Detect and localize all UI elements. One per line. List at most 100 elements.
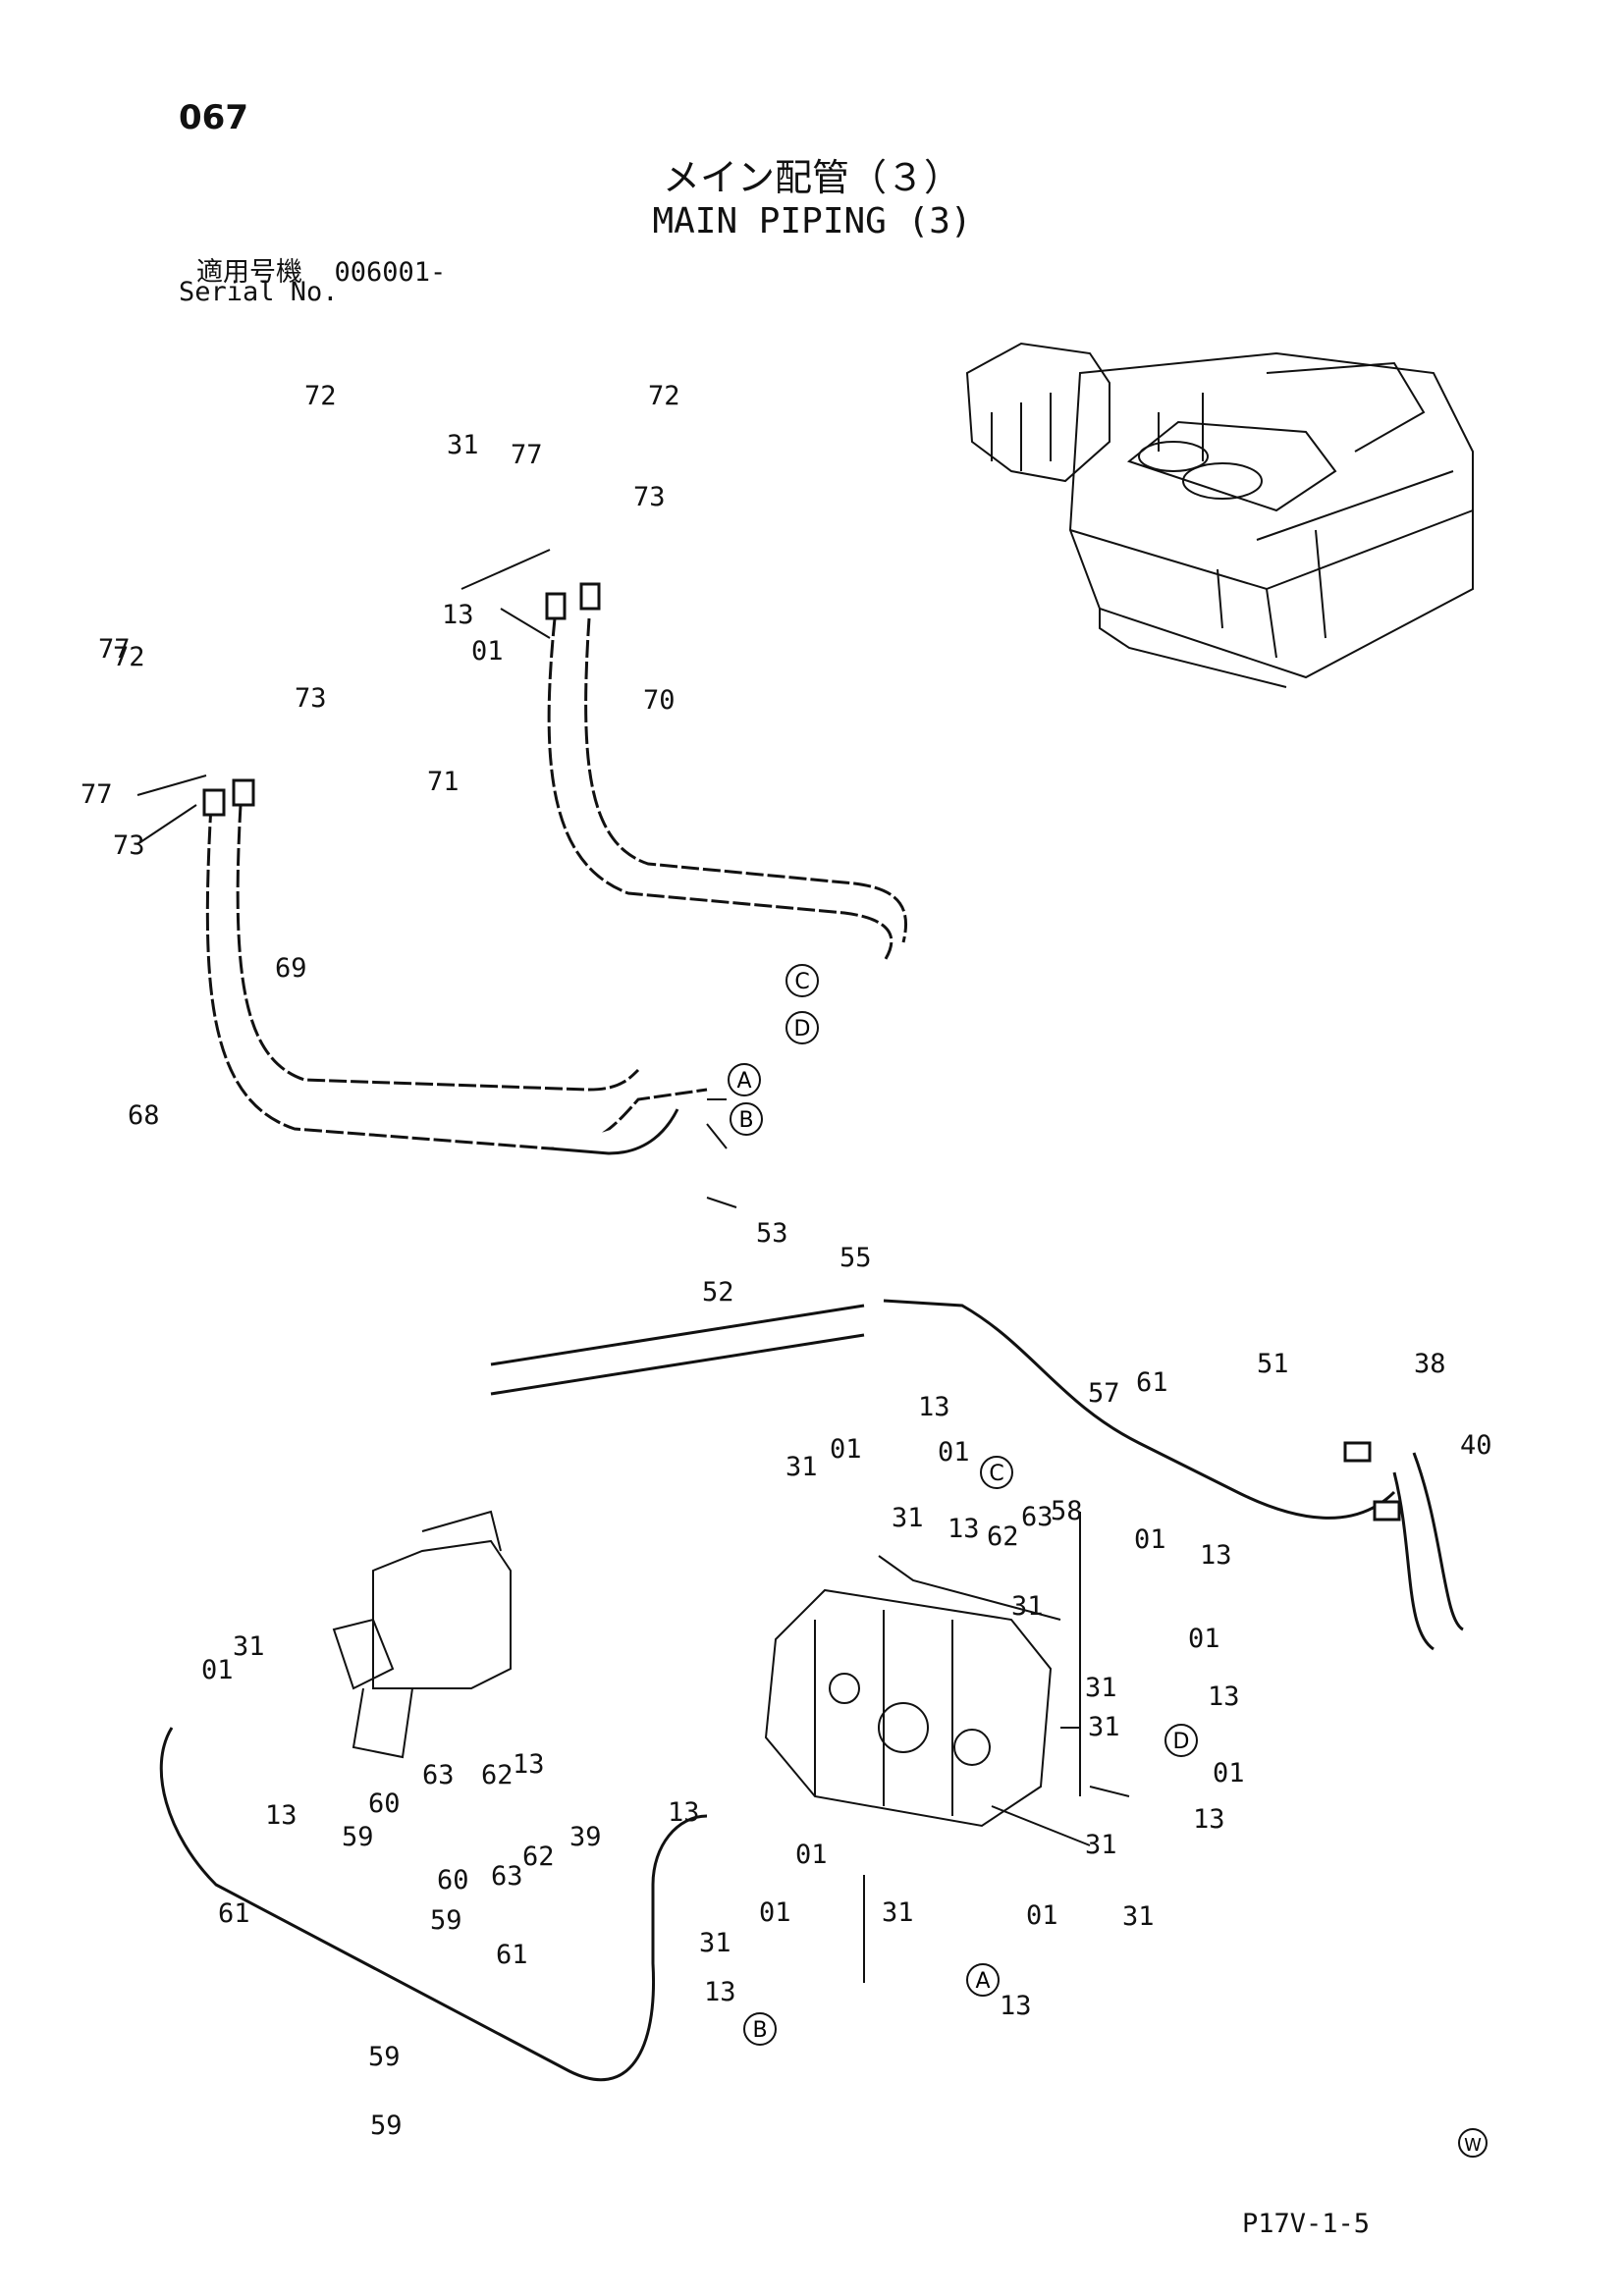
part-label: 01 xyxy=(1026,1900,1058,1931)
part-label: 01 xyxy=(471,636,504,667)
part-label: 58 xyxy=(1051,1496,1083,1526)
part-label: 01 xyxy=(1213,1758,1245,1789)
part-label: 13 xyxy=(704,1977,736,2007)
part-label: 01 xyxy=(938,1437,970,1468)
connector-marker: D xyxy=(1164,1724,1198,1757)
hose-assembly-68-69 xyxy=(202,778,708,1155)
part-label: 55 xyxy=(839,1243,872,1273)
machine-overview-illustration xyxy=(965,342,1474,688)
part-label: 31 xyxy=(1088,1712,1120,1742)
part-label: 13 xyxy=(918,1392,950,1422)
footer-mark: W xyxy=(1458,2128,1488,2158)
part-label: 59 xyxy=(370,2110,403,2141)
part-label: 13 xyxy=(1200,1540,1232,1571)
part-label: 31 xyxy=(233,1631,265,1662)
part-label: 31 xyxy=(1122,1901,1155,1932)
serial-label-en: Serial No. xyxy=(179,277,339,307)
part-label: 13 xyxy=(1000,1991,1032,2021)
part-label: 40 xyxy=(1460,1430,1492,1461)
part-label: 73 xyxy=(633,482,666,512)
part-label: 60 xyxy=(437,1865,469,1896)
part-label: 31 xyxy=(785,1452,818,1482)
part-label: 31 xyxy=(892,1503,924,1533)
serial-label-jp: 適用号機 006001- xyxy=(196,257,447,288)
part-label: 01 xyxy=(830,1434,862,1465)
part-label: 59 xyxy=(368,2042,401,2072)
part-label: 51 xyxy=(1257,1349,1289,1379)
page-number: 067 xyxy=(179,98,248,137)
part-label: 69 xyxy=(275,953,307,984)
part-label: 13 xyxy=(1208,1682,1240,1712)
part-label: 01 xyxy=(759,1897,791,1928)
part-label: 72 xyxy=(304,381,337,411)
part-label: 61 xyxy=(1136,1367,1168,1398)
part-label: 39 xyxy=(569,1822,602,1852)
connector-letter: D xyxy=(794,1017,811,1041)
part-label: 73 xyxy=(113,830,145,861)
connector-letter: B xyxy=(752,2018,767,2043)
hose-assembly-70-71 xyxy=(545,582,908,963)
part-label: 77 xyxy=(81,779,113,810)
part-label: 73 xyxy=(295,683,327,714)
part-label: 38 xyxy=(1414,1349,1446,1379)
part-label: 57 xyxy=(1088,1378,1120,1409)
part-label: 31 xyxy=(1011,1591,1044,1622)
part-label: 77 xyxy=(511,440,543,470)
part-label: 61 xyxy=(496,1940,528,1970)
part-label: 13 xyxy=(668,1797,700,1828)
part-label: 01 xyxy=(1134,1524,1166,1555)
part-label: 53 xyxy=(756,1218,788,1249)
part-label: 52 xyxy=(702,1277,734,1308)
part-label: 59 xyxy=(430,1905,462,1936)
connector-letter: B xyxy=(738,1108,753,1133)
part-label: 61 xyxy=(218,1898,250,1929)
connector-marker: A xyxy=(728,1063,761,1096)
connector-marker: C xyxy=(785,964,819,997)
part-label: 31 xyxy=(699,1928,731,1958)
main-pipe-assembly xyxy=(159,1299,1464,2082)
part-label: 62 xyxy=(522,1842,555,1872)
connector-letter: D xyxy=(1173,1730,1190,1754)
part-label: 31 xyxy=(882,1897,914,1928)
part-label: 72 xyxy=(648,381,680,411)
part-label: 13 xyxy=(947,1514,980,1544)
connector-marker: A xyxy=(966,1963,1000,1997)
connector-marker: C xyxy=(980,1456,1013,1489)
part-label: 13 xyxy=(442,600,474,630)
part-label: 01 xyxy=(201,1655,234,1685)
part-label: 62 xyxy=(481,1760,514,1790)
part-label: 62 xyxy=(987,1522,1019,1552)
page-title-en: MAIN PIPING (3) xyxy=(652,201,972,241)
connector-letter: A xyxy=(736,1069,751,1094)
part-label: 77 xyxy=(98,634,131,665)
connector-marker: B xyxy=(730,1102,763,1136)
part-label: 60 xyxy=(368,1789,401,1819)
connector-letter: C xyxy=(989,1462,1003,1486)
leader-lines xyxy=(136,549,1130,1983)
part-label: 01 xyxy=(795,1840,828,1870)
part-label: 01 xyxy=(1188,1624,1220,1654)
connector-letter: C xyxy=(794,970,809,994)
part-label: 71 xyxy=(427,767,460,797)
connector-letter: A xyxy=(975,1969,990,1994)
part-label: 63 xyxy=(422,1760,455,1790)
part-label: 13 xyxy=(513,1749,545,1780)
part-label: 59 xyxy=(342,1822,374,1852)
page-code: P17V-1-5 xyxy=(1242,2209,1371,2239)
connector-marker: B xyxy=(743,2012,777,2046)
part-label: 31 xyxy=(447,430,479,460)
pump-bracket-illustration xyxy=(332,1510,512,1759)
part-label: 31 xyxy=(1085,1673,1117,1703)
page-title-jp: メイン配管（３） xyxy=(662,156,961,199)
part-label: 68 xyxy=(128,1100,160,1131)
part-label: 13 xyxy=(1193,1804,1225,1835)
part-label: 31 xyxy=(1085,1830,1117,1860)
part-label: 13 xyxy=(265,1800,298,1831)
control-valve-illustration xyxy=(764,1588,1053,1828)
part-label: 72 xyxy=(113,642,145,672)
footer-mark-text: W xyxy=(1464,2135,1482,2156)
part-label: 63 xyxy=(1021,1502,1054,1532)
